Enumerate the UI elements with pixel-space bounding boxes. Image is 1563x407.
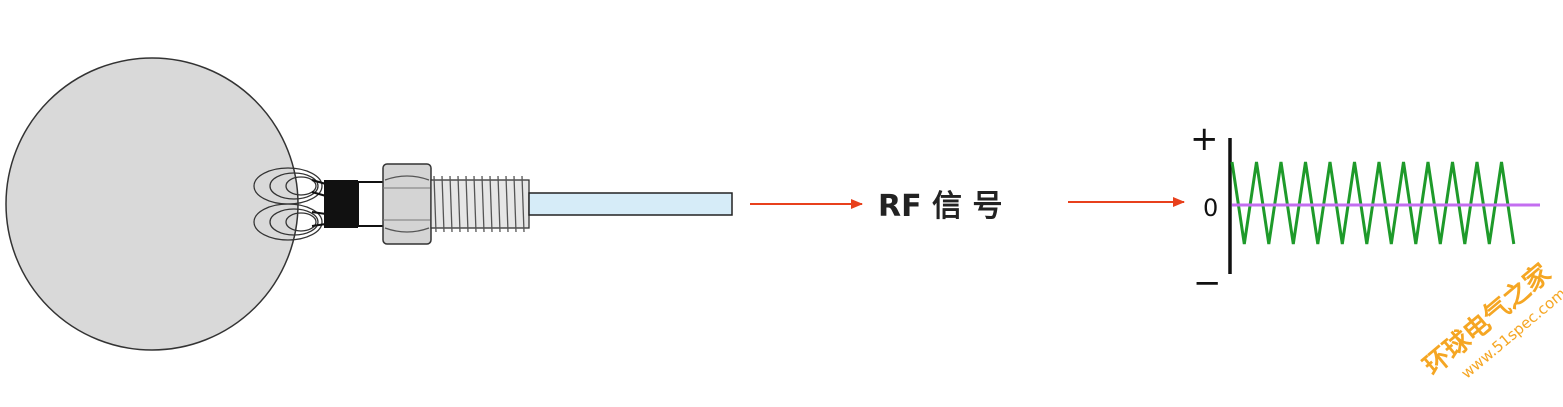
probe-core: [324, 180, 358, 228]
watermark-logo: 环球电气之家 www.51spec.com: [1417, 258, 1563, 383]
coil-leads: [311, 179, 327, 227]
signal-label: RF 信 号: [878, 189, 1002, 224]
waveform-plot: + − 0: [1190, 119, 1540, 303]
probe-cable: [528, 192, 733, 216]
rf-waveform: [1230, 161, 1516, 245]
eddy-current-probe-icon: [5, 57, 733, 351]
target-disc: [5, 57, 299, 351]
probe-sleeve: [357, 181, 385, 227]
plus-sign: +: [1190, 119, 1219, 159]
zero-label: 0: [1203, 194, 1218, 222]
coil-loops: [253, 167, 323, 241]
minus-sign: −: [1193, 263, 1222, 303]
threaded-body: [430, 175, 530, 233]
hex-nut: [382, 163, 432, 245]
